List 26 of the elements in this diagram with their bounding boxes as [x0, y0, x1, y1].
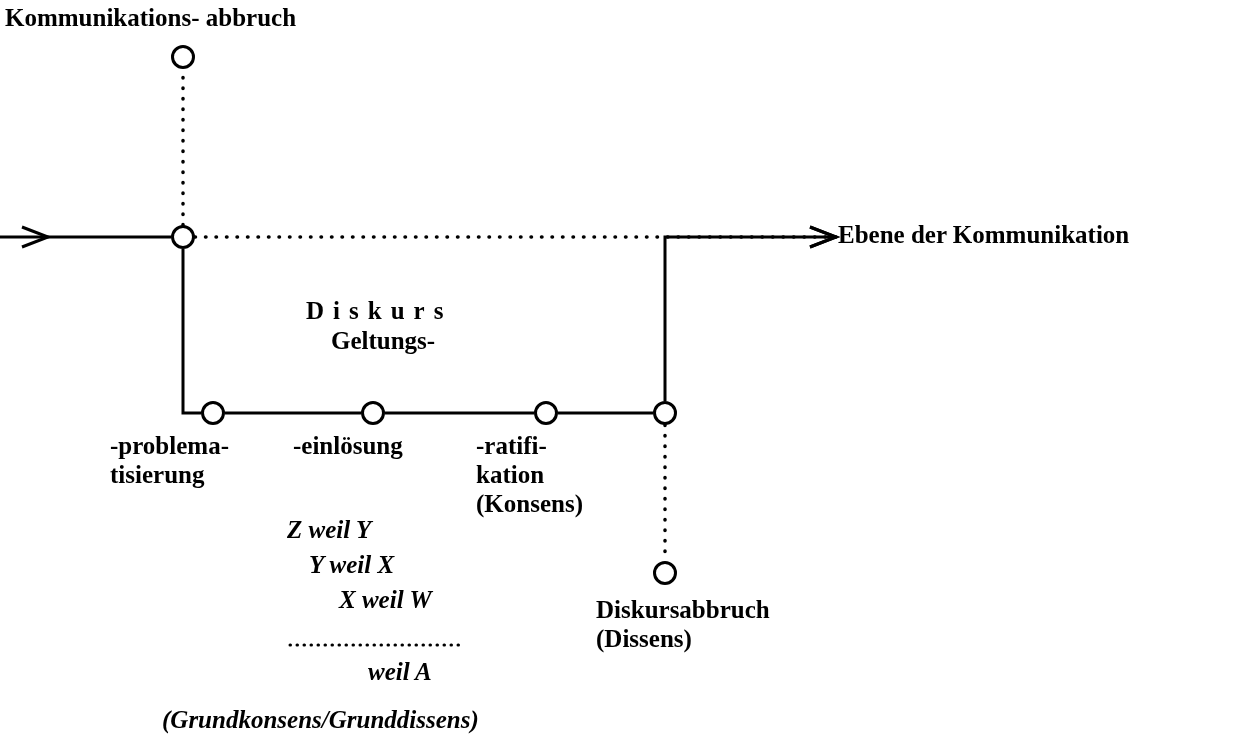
connector-line: [0, 225, 171, 249]
text-label: Geltungs-: [331, 327, 436, 356]
circle-node: [653, 401, 677, 425]
connector-line: [663, 225, 838, 401]
text-label: X weil W: [339, 586, 432, 615]
circle-node: [534, 401, 558, 425]
circle-node: [171, 225, 195, 249]
node-caption: -einlösung: [293, 432, 404, 461]
circle-node: [201, 401, 225, 425]
connector-line: [385, 411, 534, 415]
connector-line: [225, 411, 361, 415]
text-label: Z weil Y: [287, 516, 372, 545]
circle-node: [361, 401, 385, 425]
node-caption: Kommunikations- abbruch: [5, 4, 298, 33]
text-label: (Grundkonsens/Grunddissens): [162, 706, 479, 735]
text-label: weil A: [368, 658, 432, 687]
text-label: Diskurs: [306, 297, 453, 326]
node-caption: Diskursabbruch (Dissens): [596, 596, 771, 654]
connector-line: [558, 411, 653, 415]
node-caption: -ratifi- kation (Konsens): [476, 432, 584, 519]
text-label: Y weil X: [309, 551, 395, 580]
node-label: Ebene der Kommunikation: [838, 221, 1130, 250]
node-caption: -problema- tisierung: [110, 432, 230, 490]
circle-node: [171, 45, 195, 69]
circle-node: [653, 561, 677, 585]
connector-line: [181, 249, 201, 415]
